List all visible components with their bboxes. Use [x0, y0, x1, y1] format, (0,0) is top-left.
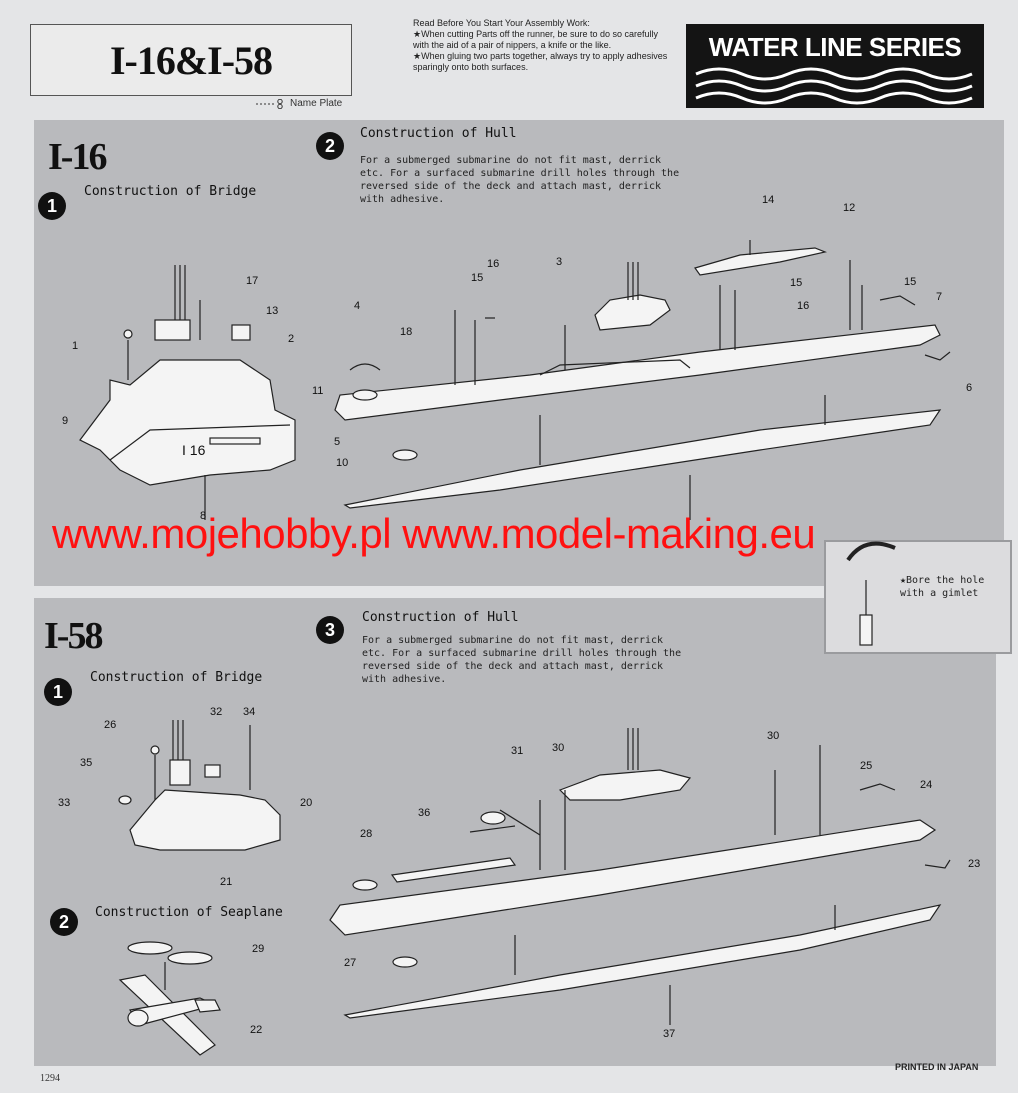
callout: 27: [344, 957, 357, 969]
i58-step1-number: 1: [44, 678, 72, 706]
seaplane-drawing: [118, 941, 221, 1056]
callout: 11: [312, 385, 324, 397]
callout: 6: [966, 382, 973, 394]
callout: 10: [336, 457, 349, 469]
callout: 30: [552, 742, 565, 754]
callout: 14: [762, 194, 775, 206]
waves-icon: [695, 67, 973, 105]
callout: 36: [418, 807, 431, 819]
callout: 18: [400, 326, 413, 338]
printed-in-japan: PRINTED IN JAPAN: [895, 1062, 979, 1072]
i16-step1-title: Construction of Bridge: [84, 184, 257, 199]
i58-step1-title: Construction of Bridge: [90, 670, 263, 685]
nameplate-title: I-16&I-58: [109, 37, 273, 83]
callout: 17: [246, 275, 259, 287]
nameplate-label: Name Plate: [256, 98, 342, 109]
callout: 37: [663, 1028, 676, 1040]
callout: 5: [334, 436, 341, 448]
callout: 15: [904, 276, 917, 288]
i58-step3-title: Construction of Hull: [362, 610, 519, 625]
callout: 15: [471, 272, 484, 284]
callout: 3: [556, 256, 563, 268]
callout: 33: [58, 797, 71, 809]
nameplate-box: I-16&I-58: [30, 24, 352, 96]
catalog-code: 1294: [40, 1073, 60, 1084]
callout: 1: [72, 340, 79, 352]
i16-title: I-16: [48, 136, 107, 178]
instructions-heading: Read Before You Start Your Assembly Work…: [413, 18, 590, 28]
callout: 9: [62, 415, 69, 427]
callout: 7: [936, 291, 943, 303]
instructions-tip-cutting: ★When cutting Parts off the runner, be s…: [413, 29, 659, 50]
callout: 4: [354, 300, 361, 312]
callout: 8: [200, 510, 207, 522]
i58-step3-number: 3: [316, 616, 344, 644]
logo-text: WATER LINE SERIES: [708, 32, 962, 62]
i16-step2-number: 2: [316, 132, 344, 160]
callout: 2: [288, 333, 295, 345]
i16-step2-text: For a submerged submarine do not fit mas…: [360, 155, 680, 205]
callout: 29: [252, 943, 265, 955]
callout: 31: [511, 745, 524, 757]
watermark: www.mojehobby.pl www.model-making.eu: [52, 510, 816, 557]
callout: 12: [843, 202, 856, 214]
i16-hull-drawing: [334, 240, 951, 520]
callout: 23: [968, 858, 981, 870]
gimlet-note: ★Bore the hole with a gimlet: [900, 575, 985, 599]
callout: 16: [487, 258, 500, 270]
callout: 30: [767, 730, 780, 742]
i58-step3-text: For a submerged submarine do not fit mas…: [362, 635, 682, 685]
callout: 21: [220, 876, 233, 888]
i16-bridge-drawing: [79, 265, 296, 520]
callout: 15: [790, 277, 803, 289]
callout: 34: [243, 706, 256, 718]
i58-hull-drawing: [329, 728, 951, 1025]
i16-hull-marking: I 16: [182, 442, 206, 458]
scissors-icon: [256, 98, 283, 109]
nameplate-label-text: Name Plate: [290, 98, 343, 109]
instructions-tip-gluing: ★When gluing two parts together, always …: [413, 51, 668, 72]
callout: 35: [80, 757, 93, 769]
callout: 20: [300, 797, 313, 809]
i58-bridge-drawing: [118, 720, 281, 851]
water-line-series-logo: WATER LINE SERIES: [686, 24, 984, 108]
i58-step2-title: Construction of Seaplane: [95, 905, 283, 920]
i16-step2-title: Construction of Hull: [360, 126, 517, 141]
callout: 24: [920, 779, 933, 791]
i58-step2-number: 2: [50, 908, 78, 936]
callout: 16: [797, 300, 810, 312]
callout: 22: [250, 1024, 263, 1036]
callout: 25: [860, 760, 873, 772]
assembly-instructions: Read Before You Start Your Assembly Work…: [413, 18, 668, 73]
i58-title: I-58: [44, 615, 103, 657]
callout: 26: [104, 719, 117, 731]
callout: 28: [360, 828, 373, 840]
callout: 32: [210, 706, 223, 718]
i16-step1-number: 1: [38, 192, 66, 220]
gimlet-inset: [824, 540, 1012, 654]
callout: 13: [266, 305, 279, 317]
gimlet-drawing: [846, 541, 896, 646]
